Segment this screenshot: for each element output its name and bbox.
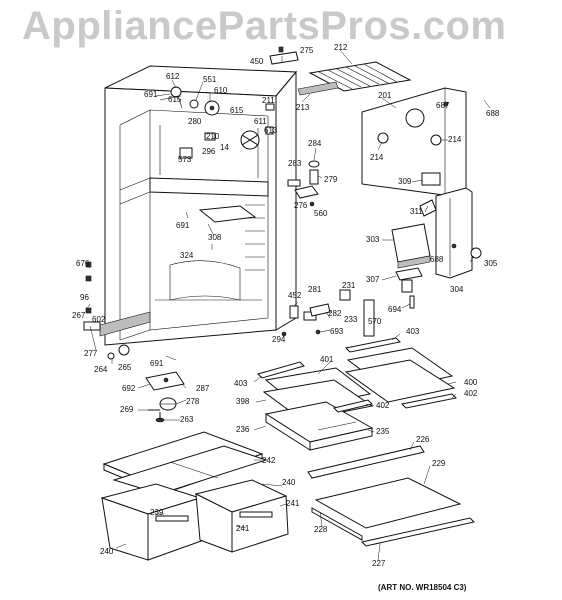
part-label: 688	[486, 109, 500, 118]
part-label: 214	[370, 153, 384, 162]
part-label: 228	[314, 525, 328, 534]
top-shelf-and-panel	[269, 46, 467, 207]
part-label: 226	[416, 435, 430, 444]
part-label: 402	[464, 389, 478, 398]
part-label: 265	[118, 363, 132, 372]
crisper-drawers	[100, 431, 289, 561]
part-label: 401	[320, 355, 334, 364]
part-label: 269	[120, 405, 134, 414]
part-label: 280	[188, 117, 202, 126]
part-label: 287	[196, 384, 210, 393]
part-label: 214	[448, 135, 462, 144]
part-label: 96	[80, 293, 89, 302]
part-label: 233	[344, 315, 358, 324]
refrigerator-case	[85, 65, 298, 346]
air-duct-assembly	[391, 187, 482, 309]
part-label: 282	[328, 309, 342, 318]
part-label: 278	[186, 397, 200, 406]
part-label: 688	[430, 255, 444, 264]
part-label: 236	[236, 425, 250, 434]
leader-lines	[85, 49, 491, 561]
part-label: 691	[144, 90, 158, 99]
part-label: 240	[100, 547, 114, 556]
part-label: 303	[366, 235, 380, 244]
part-label: 694	[388, 305, 402, 314]
part-label: 281	[308, 285, 322, 294]
part-label: 239	[150, 508, 164, 517]
part-label: 573	[178, 155, 192, 164]
part-label: 14	[220, 143, 229, 152]
part-label: 570	[368, 317, 382, 326]
part-label: 311	[410, 207, 423, 216]
part-label: 398	[236, 397, 250, 406]
part-label: 227	[372, 559, 386, 568]
part-label: 264	[94, 365, 108, 374]
part-label: 611	[254, 117, 267, 126]
part-label: 229	[432, 459, 446, 468]
part-label: 610	[214, 86, 228, 95]
part-label: 452	[288, 291, 302, 300]
part-label: 210	[206, 132, 220, 141]
part-label: 324	[180, 251, 194, 260]
part-label: 284	[308, 139, 322, 148]
part-label: 296	[202, 147, 216, 156]
part-label: 450	[250, 57, 264, 66]
part-label: 693	[330, 327, 344, 336]
part-label: 305	[484, 259, 498, 268]
part-label: 283	[288, 159, 302, 168]
part-label: 231	[342, 281, 356, 290]
part-label: 277	[84, 349, 98, 358]
part-label: 241	[236, 524, 250, 533]
part-label: 242	[262, 456, 276, 465]
part-label: 615	[168, 95, 182, 104]
part-label: 211	[262, 96, 275, 105]
part-label: 615	[230, 106, 244, 115]
part-label: 691	[150, 359, 164, 368]
part-label: 241	[286, 499, 300, 508]
part-label: 403	[406, 327, 420, 336]
mid-small-parts	[83, 289, 375, 423]
part-label: 212	[334, 43, 348, 52]
bottom-right-shelf	[307, 445, 475, 547]
part-label: 267	[72, 311, 86, 320]
part-label: 201	[378, 91, 392, 100]
part-label: 307	[366, 275, 380, 284]
part-label: 402	[376, 401, 390, 410]
part-label: 294	[272, 335, 286, 344]
part-label: 309	[398, 177, 412, 186]
part-label: 687	[436, 101, 450, 110]
part-label: 304	[450, 285, 464, 294]
art-number-caption: (ART NO. WR18504 C3)	[378, 583, 467, 592]
part-label: 308	[208, 233, 222, 242]
glass-shelves	[257, 337, 458, 451]
part-label: 213	[296, 103, 310, 112]
part-label: 602	[92, 315, 106, 324]
part-label: 279	[324, 175, 338, 184]
part-label: 676	[76, 259, 90, 268]
part-label: 403	[234, 379, 248, 388]
part-labels: 612 551 691 615 610 615 211 611 280 210 …	[72, 43, 500, 568]
part-label: 263	[180, 415, 194, 424]
part-label: 551	[203, 75, 217, 84]
part-label: 692	[122, 384, 136, 393]
part-label: 235	[376, 427, 390, 436]
part-label: 691	[176, 221, 190, 230]
part-label: 240	[282, 478, 296, 487]
part-label: 612	[166, 72, 180, 81]
part-label: 560	[314, 209, 328, 218]
part-label: 400	[464, 378, 478, 387]
part-label: 613	[264, 126, 278, 135]
part-label: 275	[300, 46, 314, 55]
part-label: 276	[294, 201, 308, 210]
